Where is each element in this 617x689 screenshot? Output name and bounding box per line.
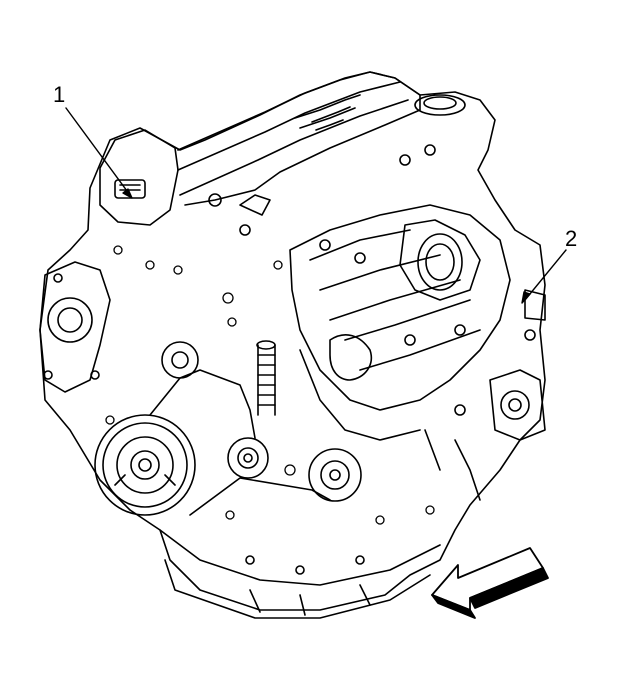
- callout-label-1: 1: [53, 82, 66, 107]
- callout-1-leader: [65, 107, 133, 199]
- timing-cover: [39, 261, 111, 393]
- valve-cover: [99, 71, 466, 236]
- front-direction-arrow: [431, 547, 549, 619]
- callout-label-2: 2: [565, 226, 578, 251]
- idler-pulley: [227, 437, 269, 479]
- tensioner-pulley: [308, 448, 362, 502]
- crankshaft-pulley: [94, 414, 196, 516]
- oil-pan: [159, 529, 441, 616]
- intake-manifold: [289, 204, 511, 441]
- bolt-heads: [105, 245, 435, 525]
- callout-2-leader: [521, 249, 567, 304]
- block-right-side: [424, 289, 546, 501]
- tensioner-spring: [256, 340, 276, 416]
- drive-belt: [149, 369, 331, 516]
- engine-block-outline: [39, 71, 546, 619]
